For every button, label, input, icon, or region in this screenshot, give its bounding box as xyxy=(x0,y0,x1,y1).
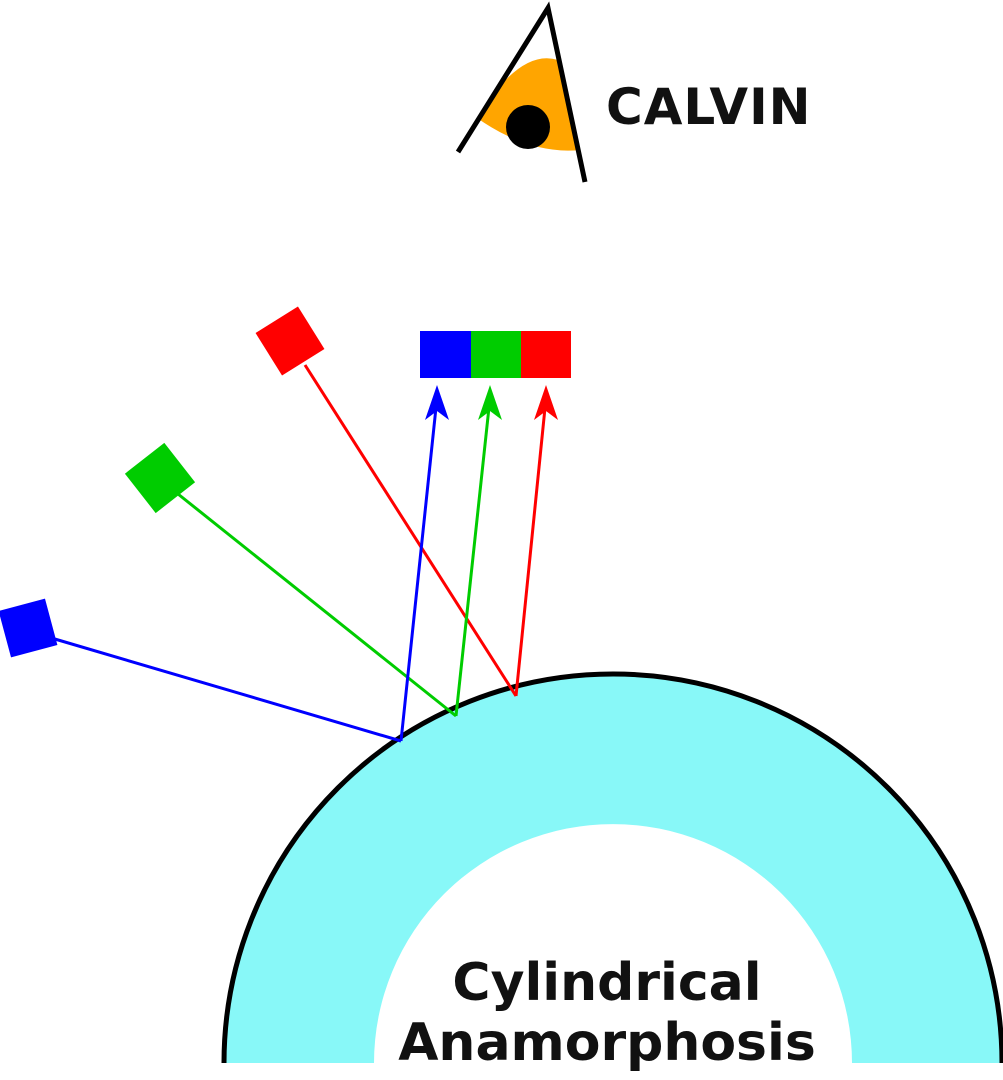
source-square-blue xyxy=(0,598,58,658)
eye-icon xyxy=(455,1,588,183)
arrow-head-blue xyxy=(425,385,449,420)
image-strip-green xyxy=(471,331,521,378)
ray-red-reflected xyxy=(514,397,548,697)
eye-shape xyxy=(477,58,580,151)
cylinder-title-line2: Anamorphosis xyxy=(398,1013,816,1073)
viewer-label: CALVIN xyxy=(606,78,812,136)
image-strip-blue xyxy=(420,331,471,378)
cylinder-ring xyxy=(224,674,1002,1063)
cylinder-mirror: Cylindrical Anamorphosis xyxy=(221,671,1003,1073)
ray-red-incident xyxy=(303,364,518,697)
arrow-head-green xyxy=(478,385,502,420)
source-square-green xyxy=(124,442,196,514)
source-squares xyxy=(0,306,325,658)
ray-blue-reflected xyxy=(399,397,439,742)
image-strip-red xyxy=(521,331,571,378)
cylinder-title-line1: Cylindrical xyxy=(452,953,761,1013)
source-square-red xyxy=(255,306,325,376)
viewer: CALVIN xyxy=(455,1,812,183)
cylinder-outline xyxy=(221,671,1003,1064)
image-strip xyxy=(420,331,571,378)
incident-rays xyxy=(47,364,518,743)
reflected-rays xyxy=(399,385,558,742)
arrow-head-red xyxy=(534,385,558,420)
ray-green-incident xyxy=(177,492,457,718)
ray-green-reflected xyxy=(454,397,492,717)
pupil xyxy=(506,105,550,149)
ray-blue-incident xyxy=(47,635,402,743)
eye-lines xyxy=(455,1,588,183)
